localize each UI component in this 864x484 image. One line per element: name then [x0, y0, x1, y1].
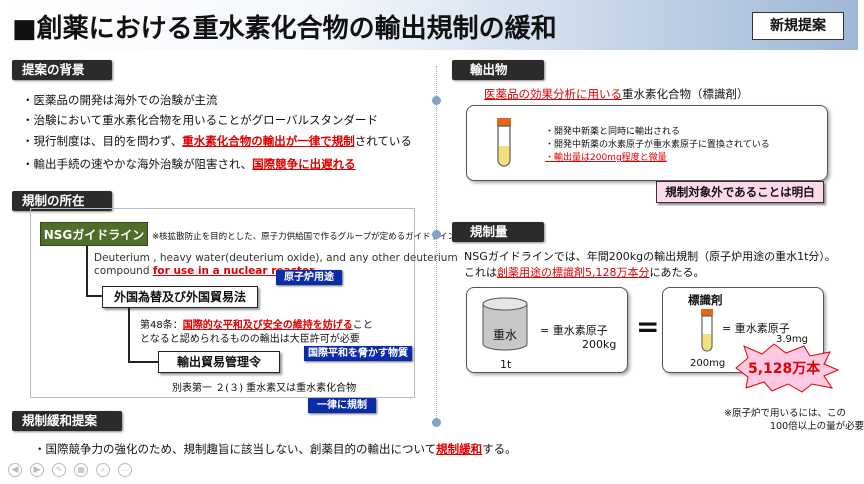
exports-heading: 輸出物 [452, 60, 544, 80]
tank-label: 重水 [493, 328, 518, 342]
previous-slide-icon[interactable]: ◀ [8, 463, 22, 477]
article-48-text: 第48条：国際的な平和及び安全の維持を妨げること [140, 320, 373, 331]
agent-amount: 200mg [690, 358, 726, 369]
left-equation-value: 200kg [582, 338, 617, 351]
burst-badge [735, 343, 840, 393]
connector-line [128, 361, 158, 363]
tank-icon [482, 297, 528, 351]
more-options-icon[interactable]: … [118, 463, 132, 477]
divider-dot [432, 96, 441, 105]
nsg-guideline-box: NSGガイドライン [40, 222, 148, 246]
deuterium-text-2: compound for use in a nuclear reactor [94, 265, 315, 277]
exports-bullet-2: ・開発中新薬の水素原子が重水素原子に置換されている [545, 140, 770, 150]
out-of-scope-callout: 規制対象外であることは明白 [656, 181, 824, 203]
divider-dot [432, 418, 441, 427]
location-frame [30, 208, 415, 398]
amount-line-2: これは創薬用途の標識剤5,128万本分にあたる。 [464, 266, 705, 279]
location-heading: 規制の所在 [12, 191, 112, 211]
agent-label: 標識剤 [688, 293, 723, 307]
page-title: ■創薬における重水素化合物の輸出規制の緩和 [12, 14, 557, 44]
background-bullet-1: ・医薬品の開発は海外での治験が主流 [22, 93, 218, 107]
background-bullet-2: ・治験において重水素化合物を用いることがグローバルスタンダード [22, 113, 379, 127]
exports-bullet-3: ・輸出量は200mg程度と微量 [545, 153, 667, 163]
peace-threat-tag: 国際平和を脅かす物質 [304, 346, 412, 361]
exports-description: 医薬品の効果分析に用いる重水素化合物（標識剤） [484, 87, 749, 101]
connector-line [128, 308, 130, 362]
uniform-regulation-tag: 一律に規制 [308, 398, 376, 413]
connector-line [86, 295, 102, 297]
test-tube-icon [497, 118, 511, 167]
deuterium-text-1: Deuterium , heavy water(deuterium oxide)… [94, 252, 458, 264]
relaxation-heading: 規制緩和提案 [12, 411, 122, 431]
zoom-icon[interactable]: ⌕ [96, 463, 110, 477]
appendix-text: 別表第一 ２(３) 重水素又は重水素化合物 [172, 383, 357, 394]
background-heading: 提案の背景 [12, 60, 112, 80]
right-equation-label: = 重水素原子 [722, 322, 790, 335]
connector-line [86, 246, 88, 296]
right-equation-value: 3.9mg [776, 334, 808, 345]
title-bar [0, 0, 858, 50]
next-slide-icon[interactable]: ▶ [30, 463, 44, 477]
burst-text: 5,128万本 [748, 361, 821, 377]
article-48-text-2: となると認められるものの輸出は大臣許可が必要 [140, 334, 360, 345]
left-equation-label: = 重水素原子 [540, 324, 608, 337]
equals-sign: = [636, 310, 660, 343]
exports-panel [466, 105, 828, 181]
pen-icon[interactable]: ✎ [52, 463, 66, 477]
tank-unit: 1t [500, 358, 512, 371]
exports-bullet-1: ・開発中新薬と同時に輸出される [545, 127, 681, 137]
divider [436, 66, 437, 426]
note-line-2: 100倍以上の量が必要 [770, 421, 864, 432]
foreign-exchange-law-box: 外国為替及び外国貿易法 [102, 286, 258, 308]
reactor-use-tag: 原子炉用途 [276, 270, 342, 285]
slides-icon[interactable]: ▦ [74, 463, 88, 477]
amount-line-1: NSGガイドラインでは、年間200kgの輸出規制（原子炉用途の重水1t分）。 [464, 250, 836, 263]
new-proposal-tag: 新規提案 [752, 12, 844, 40]
test-tube-icon [701, 309, 713, 352]
nsg-note: ※核拡散防止を目的とした、原子力供給国で作るグループが定めるガイドライン [152, 232, 457, 242]
divider-dot [432, 230, 441, 239]
background-bullet-4: ・輸出手続の速やかな海外治験が阻害され、国際競争に出遅れる [22, 157, 356, 171]
note-line-1: ※原子炉で用いるには、この [724, 408, 846, 419]
export-trade-control-order-box: 輸出貿易管理令 [158, 351, 280, 373]
relaxation-text: ・国際競争力の強化のため、規制趣旨に該当しない、創薬目的の輸出について規制緩和す… [34, 442, 517, 456]
background-bullet-3: ・現行制度は、目的を問わず、重水素化合物の輸出が一律で規制されている [22, 134, 412, 148]
amount-heading: 規制量 [452, 222, 544, 242]
